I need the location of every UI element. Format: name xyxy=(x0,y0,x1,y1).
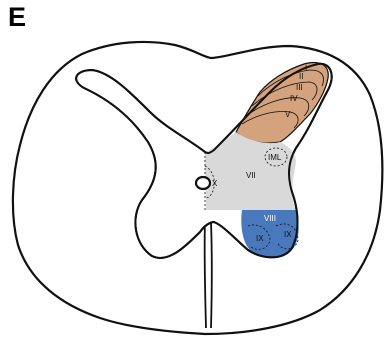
lamina-label-iml: IML xyxy=(268,153,282,162)
lamina-label-ix-medial: IX xyxy=(256,234,264,243)
lamina-label-v: V xyxy=(285,110,291,119)
lamina-label-ii: II xyxy=(299,72,303,81)
lamina-label-ix-lateral: IX xyxy=(284,230,292,239)
lamina-label-x: X xyxy=(212,179,218,188)
lamina-label-viii: VIII xyxy=(264,214,276,223)
lamina-label-i: I xyxy=(305,64,307,73)
lamina-label-iv: IV xyxy=(290,94,298,103)
lamina-label-iii: III xyxy=(296,83,303,92)
ventral-median-fissure xyxy=(211,222,212,328)
lamina-label-vii: VII xyxy=(246,171,256,180)
central-canal xyxy=(196,177,210,189)
